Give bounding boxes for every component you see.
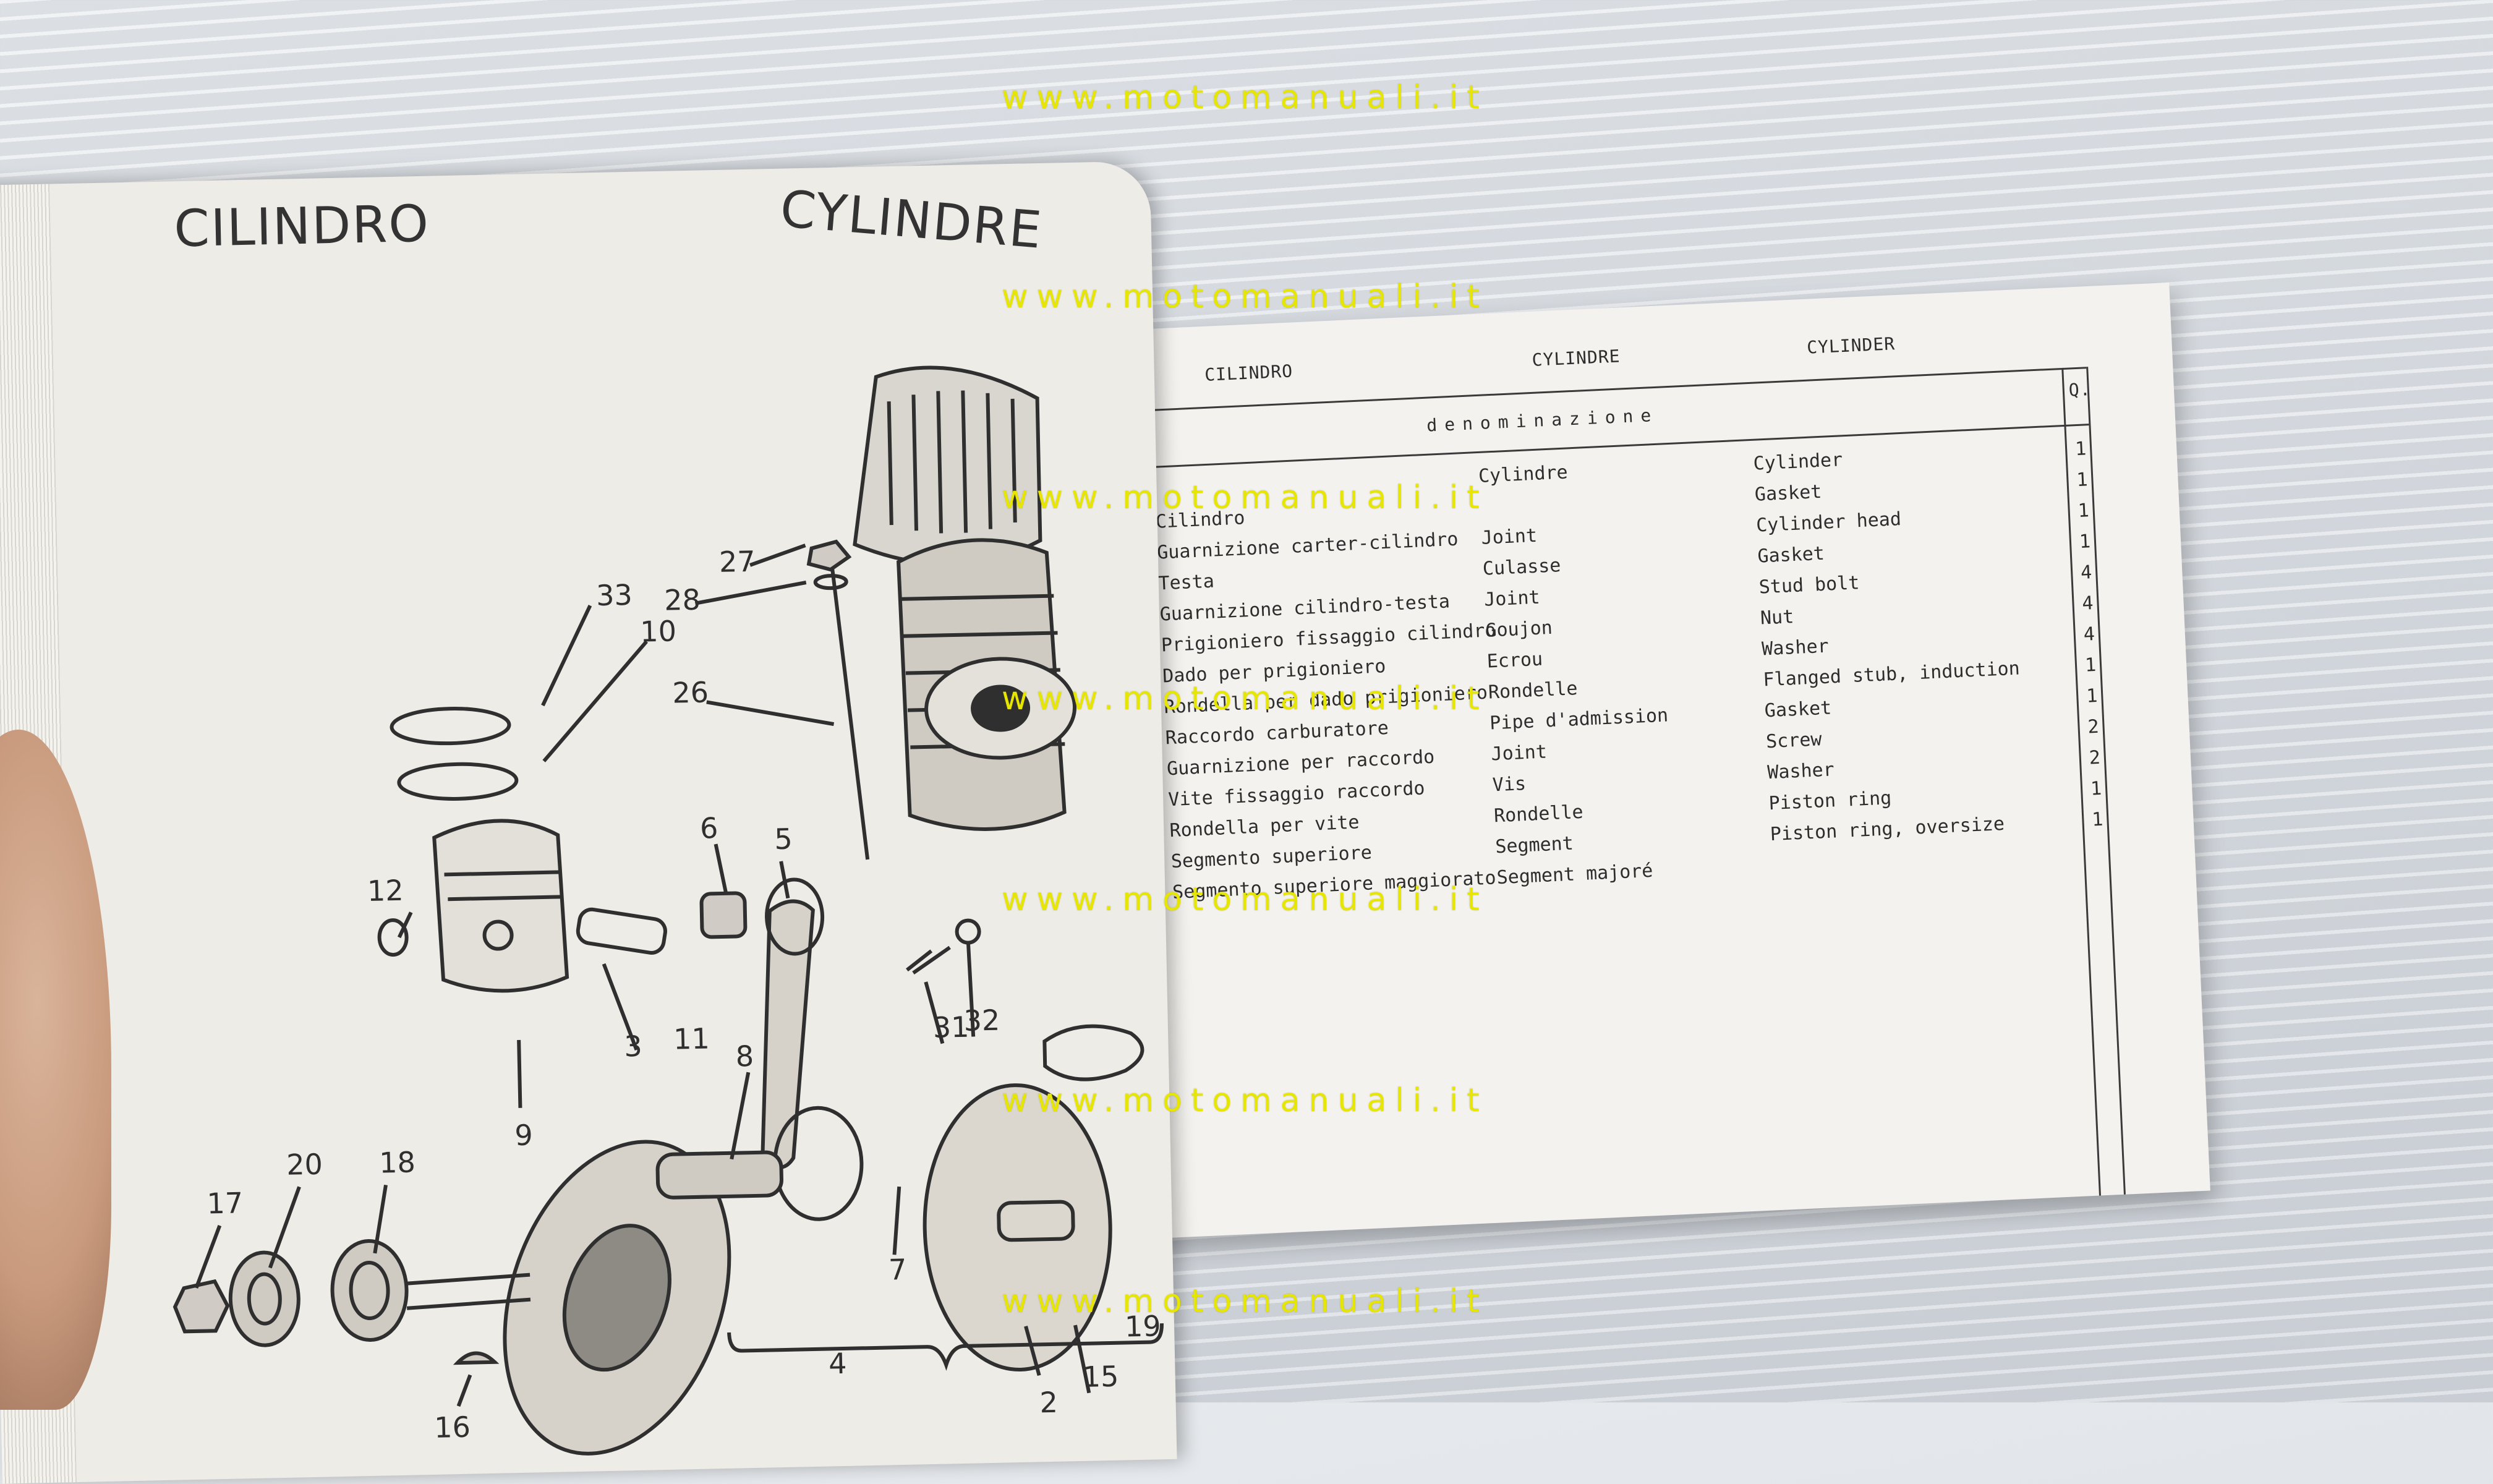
callout-18: 18 bbox=[379, 1145, 416, 1179]
french-name: Joint bbox=[1483, 586, 1541, 611]
callout-31: 31 bbox=[932, 1010, 970, 1044]
french-name: Rondelle bbox=[1488, 678, 1579, 704]
french-name: Ecrou bbox=[1486, 648, 1543, 673]
quantity: 4 bbox=[2081, 592, 2094, 615]
header-denominazione: denominazione bbox=[1426, 404, 1659, 436]
english-name: Nut bbox=[1760, 606, 1794, 629]
callout-10: 10 bbox=[640, 614, 677, 648]
watermark-4: www.motomanuali.it bbox=[1002, 680, 1488, 717]
french-name: Joint bbox=[1490, 741, 1548, 765]
quantity: 1 bbox=[2090, 777, 2102, 800]
french-name: Goujon bbox=[1485, 616, 1553, 642]
piston-drawing bbox=[432, 819, 569, 993]
english-name: Gasket bbox=[1757, 542, 1825, 568]
watermark-7: www.motomanuali.it bbox=[1002, 1283, 1488, 1320]
callout-2: 2 bbox=[1039, 1386, 1058, 1420]
english-name: Stud bolt bbox=[1758, 572, 1860, 599]
cylinder-drawing bbox=[896, 538, 1077, 831]
header-fr: CYLINDRE bbox=[1531, 346, 1621, 370]
cylinder-head-drawing bbox=[853, 365, 1042, 566]
quantity: 2 bbox=[2089, 746, 2101, 769]
english-name: Cylinder bbox=[1752, 449, 1843, 475]
english-name: Gasket bbox=[1764, 697, 1832, 722]
callout-33: 33 bbox=[596, 578, 633, 612]
callout-15: 15 bbox=[1082, 1360, 1119, 1394]
quantity: 1 bbox=[2074, 438, 2087, 461]
quantity: 1 bbox=[2076, 469, 2089, 492]
french-name: Vis bbox=[1492, 773, 1527, 796]
callout-11: 11 bbox=[673, 1021, 710, 1055]
english-name: Washer bbox=[1766, 759, 1835, 784]
quantity: 1 bbox=[2091, 808, 2104, 831]
watermark-3: www.motomanuali.it bbox=[1002, 479, 1488, 516]
callout-12: 12 bbox=[367, 874, 404, 908]
watermark-6: www.motomanuali.it bbox=[1002, 1082, 1488, 1119]
header-it: CILINDRO bbox=[1204, 360, 1293, 385]
callout-8: 8 bbox=[735, 1039, 754, 1073]
french-name: Joint bbox=[1480, 524, 1538, 549]
header-en: CYLINDER bbox=[1806, 333, 1896, 358]
callout-4: 4 bbox=[829, 1347, 847, 1381]
callout-27: 27 bbox=[718, 545, 756, 579]
callout-19: 19 bbox=[1124, 1309, 1161, 1343]
quantity: 1 bbox=[2079, 531, 2091, 553]
callout-5: 5 bbox=[774, 822, 793, 856]
stud-drawing bbox=[828, 550, 870, 860]
quantity: 1 bbox=[2086, 684, 2099, 707]
watermark-1: www.motomanuali.it bbox=[1002, 79, 1488, 116]
french-name: Segment bbox=[1494, 832, 1574, 858]
english-name: Washer bbox=[1761, 635, 1830, 660]
callout-9: 9 bbox=[514, 1118, 533, 1152]
callout-28: 28 bbox=[664, 583, 701, 617]
quantity: 2 bbox=[2087, 715, 2100, 738]
french-name: Rondelle bbox=[1493, 801, 1584, 827]
callout-17: 17 bbox=[207, 1186, 244, 1220]
watermark-2: www.motomanuali.it bbox=[1002, 278, 1488, 315]
quantity: 1 bbox=[2084, 654, 2097, 676]
watermark-5: www.motomanuali.it bbox=[1002, 881, 1488, 918]
quantity: 4 bbox=[2080, 561, 2093, 584]
french-name: Culasse bbox=[1482, 555, 1562, 580]
callout-16: 16 bbox=[434, 1410, 471, 1444]
french-name: Cylindre bbox=[1478, 461, 1569, 487]
diagram-page: CILINDRO CYLINDRE bbox=[0, 161, 1177, 1484]
callout-7: 7 bbox=[888, 1253, 906, 1287]
quantity: 4 bbox=[2082, 623, 2095, 646]
italian-name: Testa bbox=[1157, 570, 1215, 595]
quantity: 1 bbox=[2077, 500, 2090, 522]
english-name: Screw bbox=[1765, 728, 1823, 753]
callout-20: 20 bbox=[286, 1148, 323, 1182]
callout-26: 26 bbox=[672, 675, 709, 709]
callout-3: 3 bbox=[624, 1030, 642, 1064]
english-name: Gasket bbox=[1754, 480, 1823, 506]
callout-6: 6 bbox=[699, 811, 718, 845]
callout-32: 32 bbox=[963, 1004, 1000, 1038]
exploded-engine-diagram: 27 28 33 10 26 6 5 12 3 11 8 9 31 32 17 … bbox=[173, 365, 1177, 1484]
